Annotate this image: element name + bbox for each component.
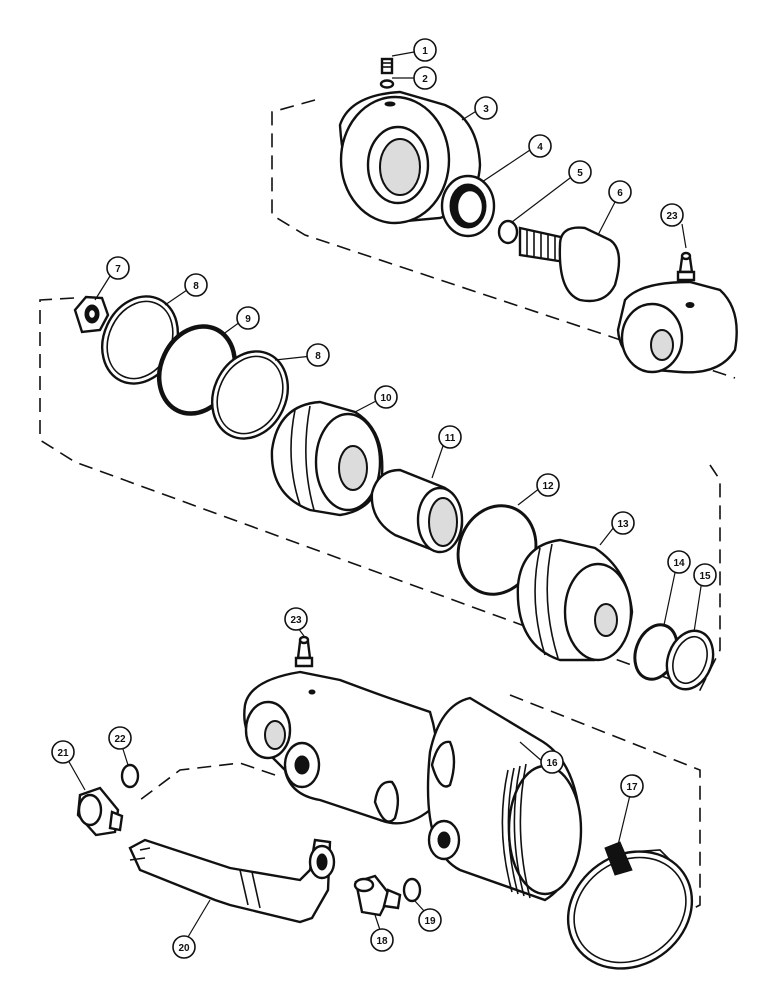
callout-1: 1 [413, 38, 437, 62]
svg-text:11: 11 [445, 433, 456, 444]
part-grease-fitting-upper [676, 251, 696, 282]
svg-text:16: 16 [546, 758, 558, 769]
callout-14: 14 [667, 550, 691, 574]
svg-text:4: 4 [537, 142, 543, 153]
part-hydraulic-tube [128, 838, 336, 924]
callout-19: 19 [418, 908, 442, 932]
callout-9: 9 [236, 306, 260, 330]
callout-22: 22 [108, 726, 132, 750]
assembly-outline-bottom [139, 694, 701, 916]
svg-text:18: 18 [376, 936, 388, 947]
svg-text:14: 14 [673, 558, 685, 569]
part-wiper [665, 629, 715, 691]
part-seal [440, 174, 496, 238]
callout-8-a: 8 [184, 273, 208, 297]
part-hose-clamp [566, 841, 694, 970]
svg-text:8: 8 [193, 281, 199, 292]
svg-text:23: 23 [666, 211, 678, 222]
part-ball [379, 79, 395, 89]
svg-text:17: 17 [626, 782, 638, 793]
part-washer-upper [120, 763, 140, 789]
svg-text:10: 10 [380, 393, 392, 404]
svg-text:13: 13 [617, 519, 629, 530]
callout-16: 16 [540, 750, 564, 774]
svg-text:6: 6 [617, 188, 623, 199]
callout-15: 15 [693, 563, 717, 587]
svg-text:15: 15 [699, 571, 711, 582]
callout-23-upper: 23 [660, 203, 684, 227]
callout-5: 5 [568, 160, 592, 184]
callout-4: 4 [528, 134, 552, 158]
leader-lines [67, 51, 703, 938]
svg-text:19: 19 [424, 916, 436, 927]
svg-text:1: 1 [422, 46, 428, 57]
callout-17: 17 [620, 774, 644, 798]
svg-text:8: 8 [315, 351, 321, 362]
part-cylinder-head [516, 538, 634, 662]
part-elbow-adapter [76, 786, 124, 837]
callout-10: 10 [374, 385, 398, 409]
callout-13: 13 [611, 511, 635, 535]
part-snap-ring [497, 219, 519, 245]
part-barrel [426, 696, 583, 902]
callout-11: 11 [438, 425, 462, 449]
part-barrel-base [243, 670, 439, 825]
part-piston [270, 400, 384, 517]
assembly-outline-middle [39, 297, 721, 691]
part-rod-end-cap [338, 90, 482, 225]
callout-18: 18 [370, 928, 394, 952]
callout-21: 21 [51, 740, 75, 764]
callout-8-b: 8 [306, 343, 330, 367]
svg-text:2: 2 [422, 74, 428, 85]
part-backup-ring-right [211, 350, 289, 440]
callout-23-lower: 23 [284, 607, 308, 631]
svg-text:23: 23 [290, 615, 302, 626]
callout-20: 20 [172, 935, 196, 959]
callout-7: 7 [106, 256, 130, 280]
part-threaded-pin [518, 226, 621, 303]
svg-text:20: 20 [178, 943, 190, 954]
part-elbow-fitting [353, 874, 402, 917]
callout-12: 12 [536, 473, 560, 497]
callout-3: 3 [474, 96, 498, 120]
svg-text:9: 9 [245, 314, 251, 325]
svg-text:7: 7 [115, 264, 121, 275]
svg-text:3: 3 [483, 104, 489, 115]
callout-2: 2 [413, 66, 437, 90]
part-washer-lower [402, 877, 422, 903]
svg-text:21: 21 [57, 748, 69, 759]
svg-text:5: 5 [577, 168, 583, 179]
part-spacer-tube [370, 468, 464, 554]
part-rod-eye [616, 280, 738, 374]
svg-text:12: 12 [542, 481, 554, 492]
callout-6: 6 [608, 180, 632, 204]
part-grease-fitting-lower [294, 635, 314, 668]
assembly-outline-top [271, 99, 736, 379]
part-nut [73, 295, 110, 334]
part-backup-ring-right-inner [216, 355, 284, 435]
svg-text:22: 22 [114, 734, 126, 745]
part-set-screw [380, 57, 394, 75]
